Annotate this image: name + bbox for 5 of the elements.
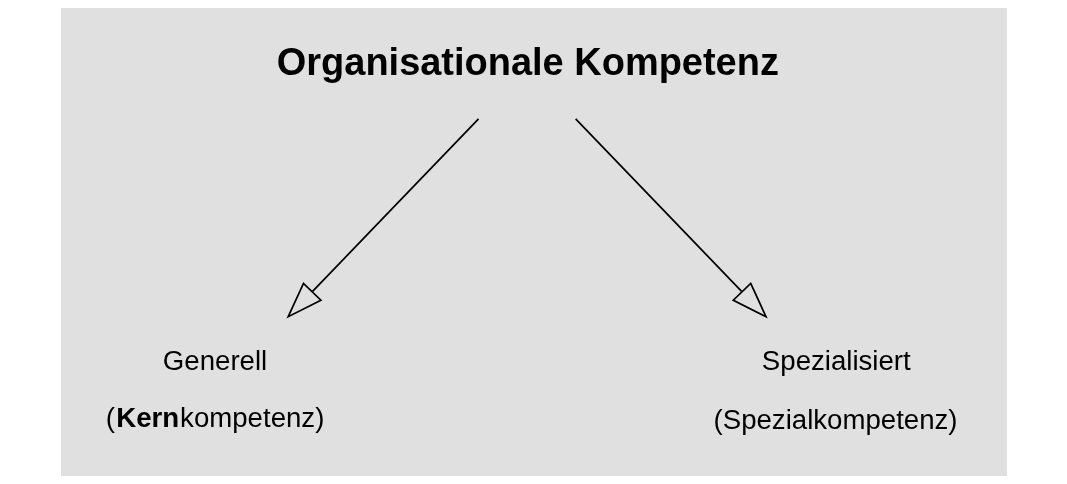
node-text: Generell (Kernkompetenz) [105,345,324,434]
arrow [574,118,768,319]
arrow [285,118,479,319]
node-text: Organisationale Kompetenz [276,40,779,83]
node-text: Spezialisiert (Spezialkompetenz) [713,345,958,435]
